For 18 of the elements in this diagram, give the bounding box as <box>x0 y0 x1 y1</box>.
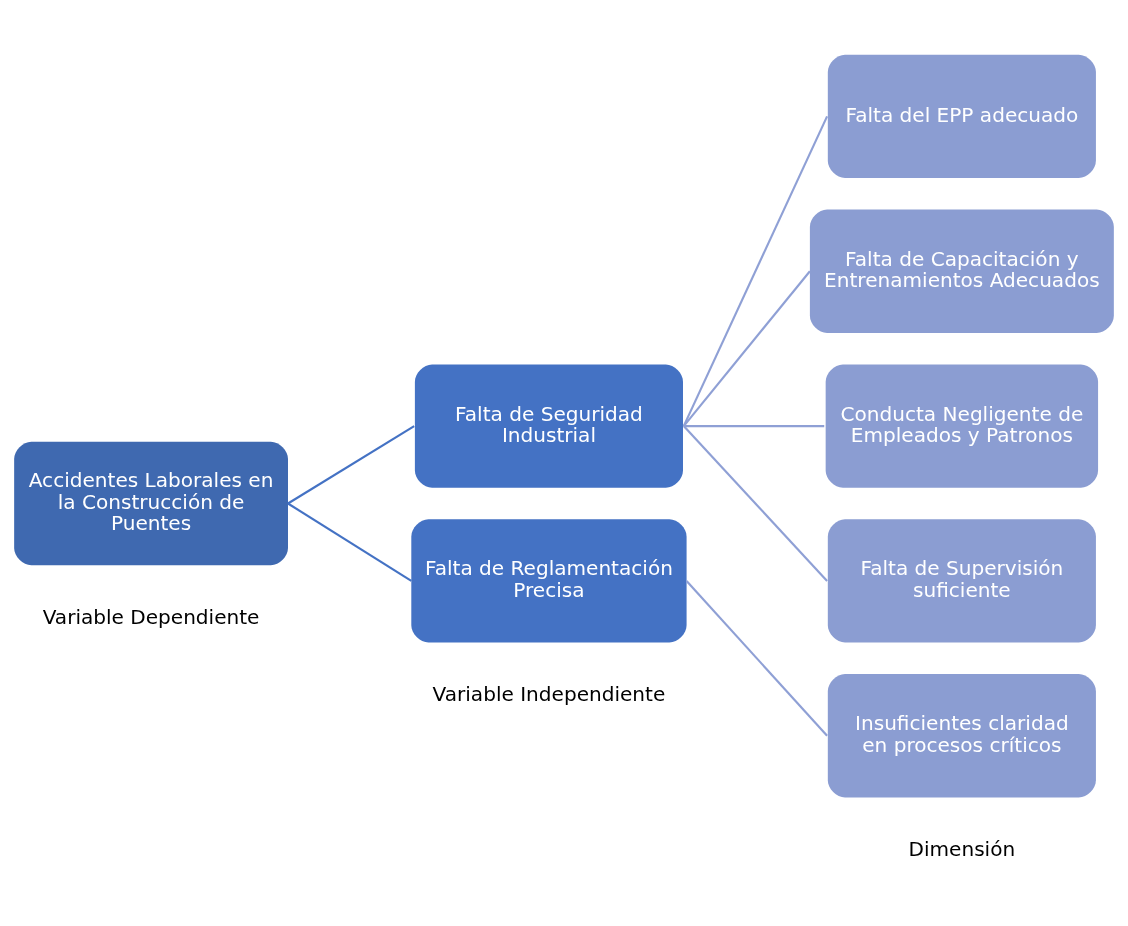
connector <box>683 425 825 428</box>
node-box: Falta de Reglamentación Precisa <box>411 519 687 643</box>
node-box: Conducta Negligente de Empleados y Patronos <box>825 364 1099 488</box>
connector <box>682 270 811 427</box>
connector <box>682 425 828 582</box>
connector <box>287 502 412 582</box>
node-box: Falta del EPP adecuado <box>827 54 1096 179</box>
node-box: Falta de Supervisión suficiente <box>827 519 1096 643</box>
connector <box>287 425 415 505</box>
node-box: Accidentes Laborales en la Construcción de Puentes <box>14 441 288 566</box>
node-box: Falta de Capacitación y Entrenamientos Adecuados <box>809 209 1114 333</box>
node-box: Insuficientes claridad en procesos críticos <box>827 674 1096 798</box>
node-box: Falta de Seguridad Industrial <box>414 364 683 488</box>
label: Variable Dependiente <box>42 604 260 629</box>
connector <box>685 580 828 737</box>
label: Dimensión <box>908 836 1016 861</box>
label: Variable Independiente <box>432 681 666 706</box>
connector <box>682 115 829 427</box>
